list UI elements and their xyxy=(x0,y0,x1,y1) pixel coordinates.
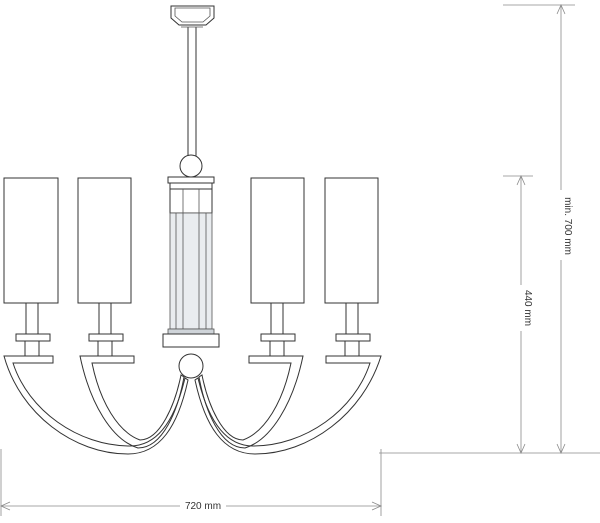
lamp-3 xyxy=(250,177,305,357)
arm-left-outer xyxy=(3,355,189,455)
fixture-height-label-bg xyxy=(514,285,528,331)
width-label-bg xyxy=(180,498,226,512)
ceiling-canopy xyxy=(170,5,215,26)
arm-right-inner xyxy=(198,355,304,449)
lamp-1 xyxy=(3,177,59,357)
fixture-height-dimension-label: 440 mm xyxy=(522,290,533,326)
central-column xyxy=(162,176,220,348)
width-dimension-label: 720 mm xyxy=(185,501,221,512)
bottom-ball xyxy=(178,353,204,379)
arm-right-outer xyxy=(194,355,382,455)
suspension-rod xyxy=(181,26,203,156)
min-height-label-bg xyxy=(554,190,568,260)
lamp-4 xyxy=(324,177,379,357)
arm-left-inner xyxy=(79,355,185,449)
top-ball xyxy=(179,154,203,178)
min-height-dimension-label: min. 700 mm xyxy=(562,197,573,255)
lamp-2 xyxy=(77,177,132,357)
